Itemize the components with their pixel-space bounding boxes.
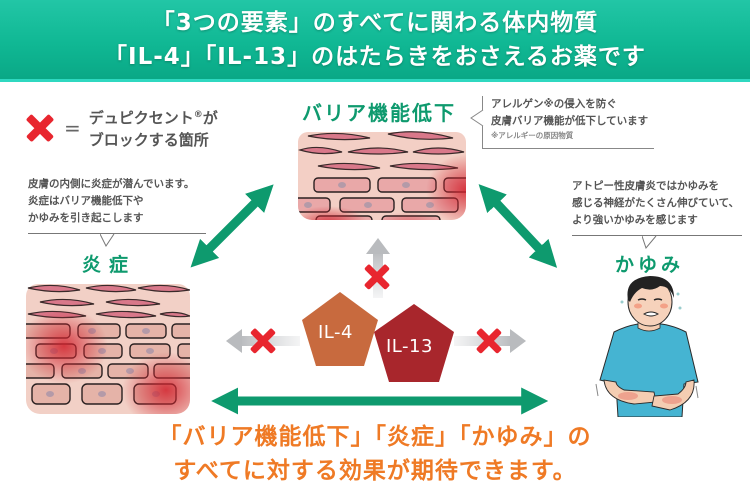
header-banner: 「3つの要素」のすべてに関わる体内物質 「IL-4」「IL-13」のはたらきをお…: [0, 0, 750, 82]
legend-line1: デュピクセント: [88, 109, 194, 127]
block-x-icon-up: [362, 262, 392, 292]
legend-text: デュピクセント®が ブロックする箇所: [89, 104, 218, 151]
il13-label: IL-13: [386, 336, 433, 357]
barrier-callout: アレルゲン※の侵入を防ぐ 皮膚バリア機能が低下しています ※アレルギーの原因物質: [482, 96, 654, 149]
il13-pentagon: [374, 304, 454, 382]
red-x-icon: [24, 112, 56, 144]
footer-message: 「バリア機能低下」「炎症」「かゆみ」の すべてに対する効果が期待できます。: [0, 420, 750, 488]
inflammation-callout-tail: [100, 234, 115, 247]
barrier-callout-tail: [470, 110, 484, 127]
itch-callout-line2: 感じる神経がたくさん伸びていて、: [572, 197, 740, 209]
itch-title: かゆみ: [615, 254, 685, 276]
footer-line1: 「バリア機能低下」「炎症」「かゆみ」の: [158, 424, 592, 450]
inflammation-callout-line1: 皮膚の内側に炎症が潜んでいます。: [28, 178, 195, 190]
itch-callout: アトピー性皮膚炎ではかゆみを 感じる神経がたくさん伸びていて、 より強いかゆみを…: [572, 178, 742, 236]
legend-line1-suffix: が: [202, 109, 218, 127]
block-x-icon-left: [248, 326, 278, 356]
itching-man-illustration: [595, 276, 699, 417]
registered-mark: ®: [193, 110, 203, 120]
inflammation-callout-line3: かゆみを引き起こします: [28, 212, 144, 224]
block-x-icon-right: [474, 326, 504, 356]
inflammation-callout-line2: 炎症はバリア機能低下や: [28, 195, 144, 207]
inflammation-skin-illustration: [26, 284, 190, 414]
il4-label: IL-4: [318, 322, 353, 343]
legend: = デュピクセント®が ブロックする箇所: [24, 104, 218, 151]
barrier-title: バリア機能低下: [302, 101, 456, 125]
header-title-line2: 「IL-4」「IL-13」のはたらきをおさえるお薬です: [104, 43, 646, 70]
legend-line2: ブロックする箇所: [88, 131, 209, 149]
barrier-callout-line1: アレルゲン※の侵入を防ぐ: [491, 98, 617, 110]
footer-line2: すべてに対する効果が期待できます。: [173, 458, 577, 484]
itch-callout-line1: アトピー性皮膚炎ではかゆみを: [572, 180, 719, 192]
inflammation-title: 炎症: [82, 254, 137, 276]
header-title-line1: 「3つの要素」のすべてに関わる体内物質: [151, 9, 599, 36]
barrier-skin-illustration: [298, 131, 466, 220]
barrier-callout-line2: 皮膚バリア機能が低下しています: [491, 115, 649, 127]
inflammation-callout: 皮膚の内側に炎症が潜んでいます。 炎症はバリア機能低下や かゆみを引き起こします: [28, 176, 206, 234]
arrow-barrier-itch: [478, 184, 558, 268]
itch-callout-line3: より強いかゆみを感じます: [572, 214, 698, 226]
il4-pentagon: [302, 292, 378, 366]
itch-callout-tail: [642, 236, 657, 250]
arrow-barrier-inflammation: [190, 184, 274, 268]
legend-equals: =: [64, 115, 81, 140]
barrier-callout-note: ※アレルギーの原因物質: [491, 131, 574, 140]
